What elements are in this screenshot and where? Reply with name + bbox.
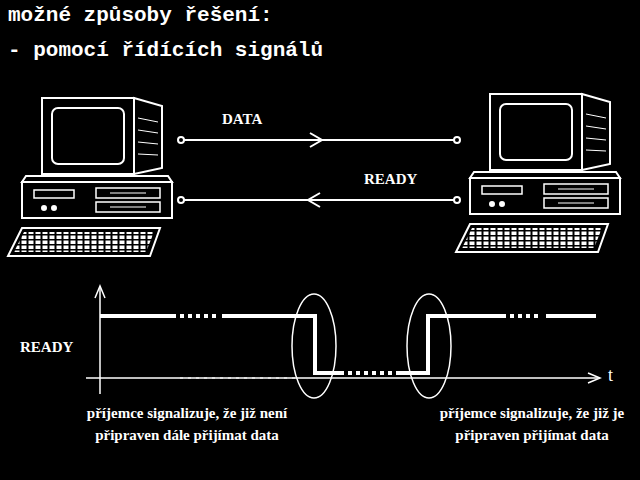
data-line: [178, 133, 460, 147]
ready-waveform: [100, 316, 596, 373]
computer: [456, 94, 620, 252]
zero-level: [180, 378, 300, 379]
computer: [8, 98, 172, 256]
note: příjemce signalizuje, že již je připrave…: [430, 402, 634, 446]
signal-name: READY: [20, 336, 73, 358]
heading: možné způsoby řešení:: [8, 4, 273, 27]
axis-label: t: [608, 364, 613, 386]
ready-line: [178, 193, 460, 207]
signal-name: READY: [364, 168, 417, 190]
signal-name: DATA: [222, 108, 262, 130]
highlight-ellipse: [292, 294, 451, 398]
subheading: - pomocí řídících signálů: [8, 40, 323, 62]
axes: [86, 286, 600, 394]
note: příjemce signalizuje, že již není připra…: [56, 402, 318, 446]
